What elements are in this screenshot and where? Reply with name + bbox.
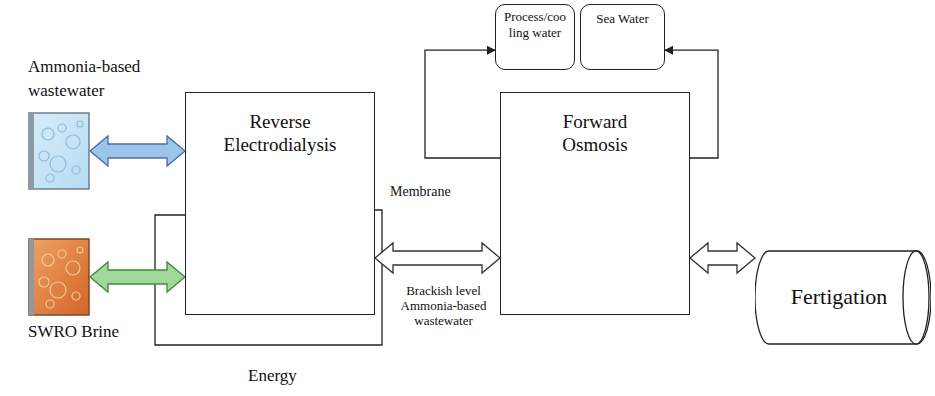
node-text: Forward Osmosis (546, 111, 644, 157)
output-box: Process/coo ling water (495, 4, 575, 70)
node-text: Reverse Electrodialysis (216, 111, 344, 157)
membrane-label: Membrane (390, 184, 451, 200)
flow-arrow (425, 50, 500, 158)
tank-illustration (28, 238, 90, 316)
output-box: Sea Water (580, 4, 665, 70)
block-arrow (90, 136, 185, 166)
connector (90, 262, 185, 292)
block-arrow (690, 243, 755, 273)
connector (425, 50, 500, 158)
tank-label: Ammonia-based wastewater (28, 55, 178, 104)
connector (375, 243, 500, 273)
tank-label: SWRO Brine (28, 322, 158, 342)
node-text: Sea Water (585, 11, 660, 27)
node-text: Fertigation (791, 284, 888, 310)
wastewater-tank: Ammonia-based wastewater (28, 112, 90, 190)
energy-label: Energy (248, 366, 297, 386)
block-arrow (90, 262, 185, 292)
connector (690, 243, 755, 273)
brine-tank: SWRO Brine (28, 238, 90, 316)
tank-illustration (28, 112, 90, 190)
edge-label: Brackish level Ammonia-based wastewater (392, 284, 496, 329)
process-box: Reverse Electrodialysis (185, 92, 375, 315)
fertigation-cylinder: Fertigation (755, 250, 931, 345)
process-box: Forward Osmosis (500, 92, 690, 315)
node-text: Process/coo ling water (500, 9, 570, 40)
connector (90, 136, 185, 166)
block-arrow (375, 243, 500, 273)
